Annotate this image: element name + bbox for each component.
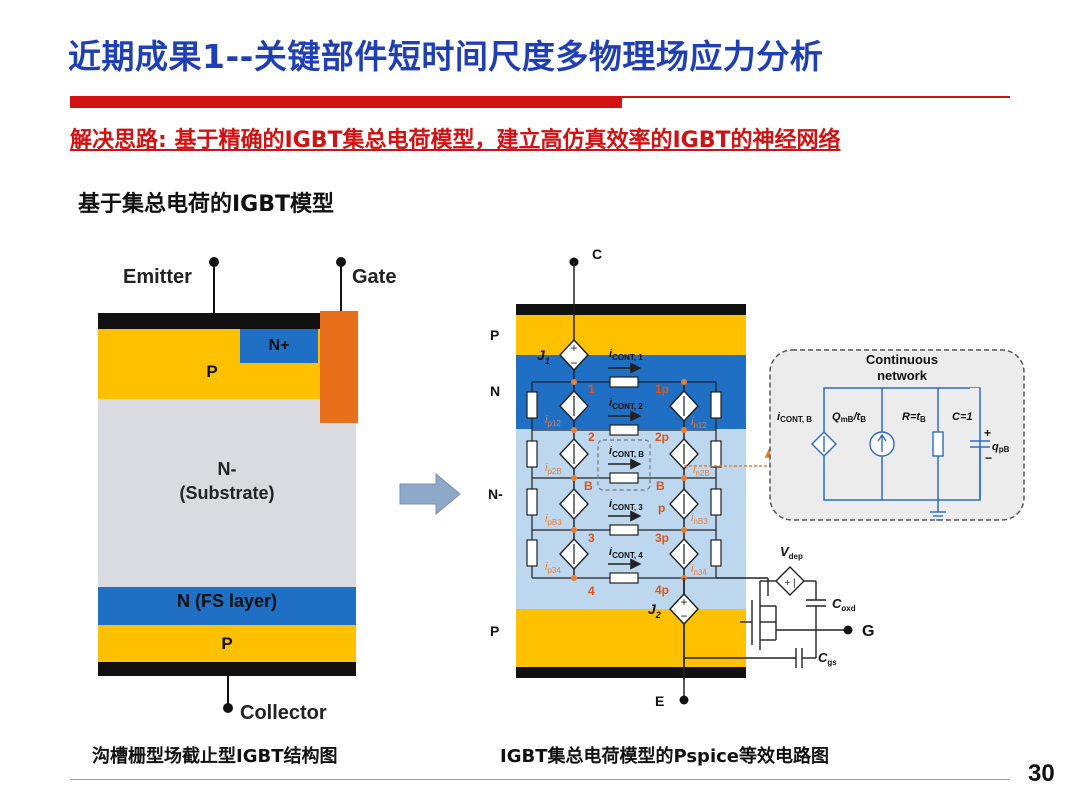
j2-label: J2 — [648, 601, 661, 620]
p-bottom-label: P — [221, 634, 232, 653]
node-4: 4 — [588, 584, 595, 598]
approach-subtitle: 解决思路: 基于精确的IGBT集总电荷模型，建立高仿真效率的IGBT的神经网络 — [70, 128, 841, 153]
ipb3-label: ipB3 — [545, 513, 562, 527]
g-terminal — [843, 625, 853, 635]
layer-p-top: P — [490, 327, 499, 343]
in2b-label: in2B — [693, 464, 710, 478]
node-2: 2 — [588, 430, 595, 444]
p-top-label: P — [206, 362, 217, 381]
vdep-label: Vdep — [780, 544, 803, 561]
caption-structure: 沟槽栅型场截止型IGBT结构图 — [92, 746, 338, 767]
substrate-label: (Substrate) — [179, 483, 274, 503]
network-minus: − — [985, 451, 992, 465]
network-r-label: R=tB — [902, 411, 926, 424]
collector-terminal — [223, 703, 233, 713]
node-4p: 4p — [655, 583, 669, 597]
emitter-terminal — [209, 257, 219, 267]
footer-rule — [70, 779, 1010, 780]
e-label: E — [655, 693, 664, 709]
network-icont-label: iCONT, B — [777, 411, 812, 424]
fs-layer-label: N (FS layer) — [177, 591, 277, 611]
c-label: C — [592, 246, 602, 262]
node-b: B — [584, 479, 593, 493]
continuous-network: Continuous network iCONT, B QmB/tB — [769, 349, 1025, 521]
gate-label: Gate — [352, 266, 396, 288]
icont3-label: iCONT, 3 — [609, 498, 643, 512]
page-number: 30 — [1028, 760, 1055, 787]
network-q-label: QmB/tB — [832, 411, 866, 424]
node-3: 3 — [588, 531, 595, 545]
layer-n: N — [490, 383, 500, 399]
coxd-label: Coxd — [832, 596, 856, 613]
transform-arrow — [399, 472, 461, 516]
gate-terminal — [336, 257, 346, 267]
igbt-structure: Emitter Gate N+ P N- (Substrate) N (FS l… — [98, 257, 396, 724]
ip2b-label: ip2B — [545, 462, 562, 476]
svg-text:+: + — [680, 595, 687, 609]
title-accent-bar — [70, 96, 622, 108]
caption-circuit: IGBT集总电荷模型的Pspice等效电路图 — [500, 746, 829, 767]
in34-label: in34 — [691, 563, 707, 577]
emitter-label: Emitter — [123, 266, 192, 288]
inb3-label: inB3 — [691, 512, 708, 526]
svg-text:+ |: + | — [784, 578, 795, 589]
ip12-label: ip12 — [545, 414, 561, 428]
node-1: 1 — [588, 382, 595, 396]
j1-label: J1 — [537, 347, 550, 366]
network-plus: + — [984, 426, 991, 440]
network-qpb-label: qpB — [992, 441, 1010, 454]
layer-n-minus: N- — [488, 486, 503, 502]
node-3p: 3p — [655, 531, 669, 545]
node-1p: 1p — [655, 382, 669, 396]
in12-label: in12 — [691, 416, 707, 430]
n-plus-label: N+ — [269, 337, 290, 354]
node-p: p — [658, 501, 665, 515]
icont1-label: iCONT, 1 — [609, 348, 643, 362]
icont2-label: iCONT, 2 — [609, 397, 643, 411]
svg-text:−: − — [570, 356, 577, 370]
page-title: 近期成果1--关键部件短时间尺度多物理场应力分析 — [68, 37, 824, 76]
icont4-label: iCONT, 4 — [609, 546, 643, 560]
cgs-label: Cgs — [818, 650, 837, 667]
svg-text:+: + — [570, 341, 577, 355]
ip34-label: ip34 — [545, 561, 561, 575]
network-title-line2: network — [877, 368, 928, 383]
g-label: G — [862, 623, 874, 640]
network-c-label: C=1 — [952, 411, 973, 423]
collector-label: Collector — [240, 702, 327, 724]
e-terminal — [679, 695, 689, 705]
node-2p: 2p — [655, 430, 669, 444]
layer-p-bottom: P — [490, 623, 499, 639]
node-b-right: B — [656, 479, 665, 493]
section-heading: 基于集总电荷的IGBT模型 — [78, 192, 335, 217]
network-title-line1: Continuous — [866, 352, 938, 367]
equivalent-circuit: P N N- P C + − J1 — [488, 246, 874, 709]
icontb-label: iCONT, B — [609, 445, 644, 459]
n-minus-label: N- — [218, 459, 237, 479]
svg-text:−: − — [680, 609, 687, 623]
gate-trench — [320, 311, 358, 423]
cont-b-highlight — [597, 439, 651, 491]
